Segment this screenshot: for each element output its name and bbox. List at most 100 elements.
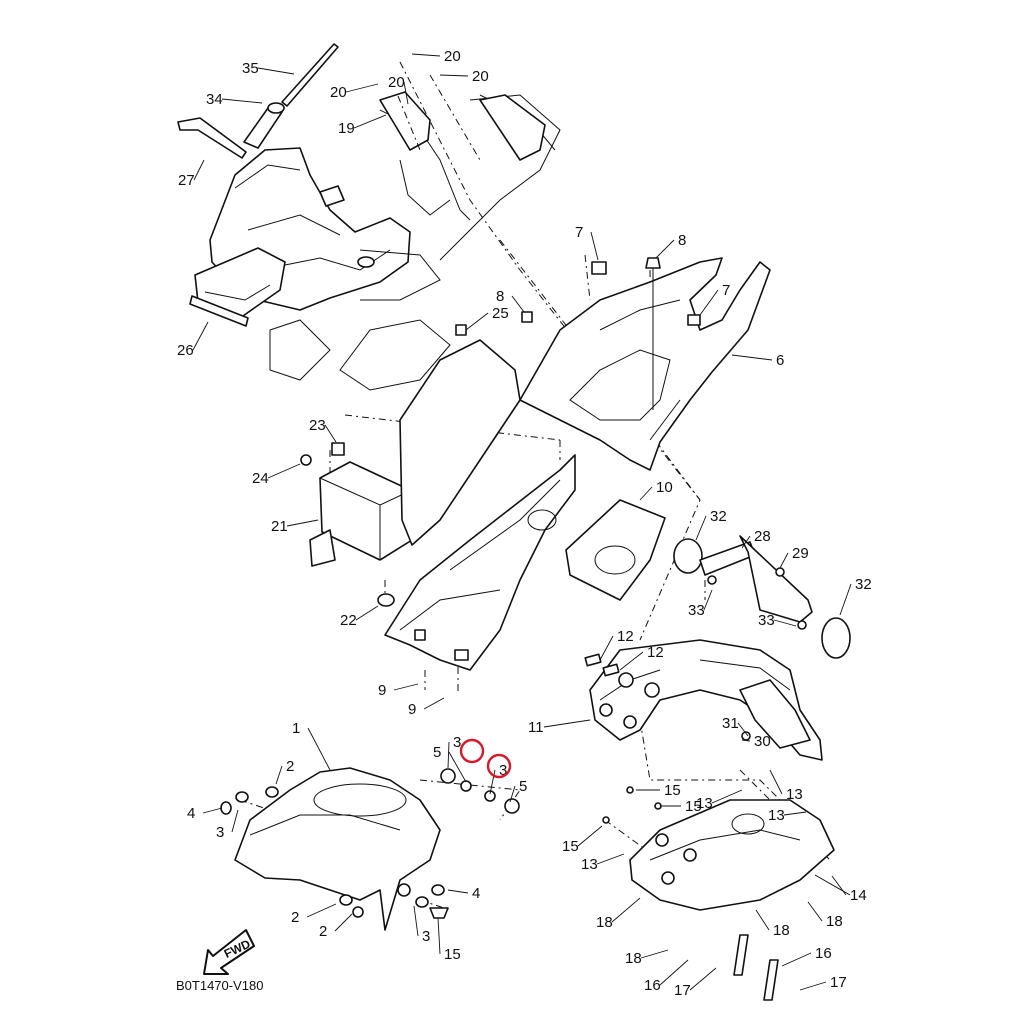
rear-fender-assembly <box>584 639 823 761</box>
reflector-bracket <box>673 535 851 659</box>
leader-line-24 <box>267 463 301 479</box>
callout-18: 18 <box>596 914 613 931</box>
leader-line-32 <box>695 515 707 541</box>
leader-lines <box>192 53 852 991</box>
leader-line-33 <box>773 619 797 627</box>
callout-6: 6 <box>776 352 784 369</box>
callout-17: 17 <box>830 974 847 991</box>
callout-33: 33 <box>688 602 705 619</box>
leader-line-20 <box>403 81 409 105</box>
tool-set <box>177 43 339 159</box>
leader-line-28 <box>741 535 751 549</box>
callout-20: 20 <box>472 68 489 85</box>
callout-3: 3 <box>216 824 224 841</box>
callout-5: 5 <box>433 744 441 761</box>
callout-35: 35 <box>242 60 259 77</box>
callout-5: 5 <box>519 778 527 795</box>
callout-25: 25 <box>492 305 509 322</box>
leader-line-27 <box>193 159 205 181</box>
leader-line-8 <box>511 295 525 313</box>
leader-line-2 <box>334 913 353 932</box>
callout-9: 9 <box>408 701 416 718</box>
callout-13: 13 <box>768 807 785 824</box>
leader-line-18 <box>611 897 641 923</box>
callout-18: 18 <box>773 922 790 939</box>
callout-15: 15 <box>685 798 702 815</box>
leader-line-32 <box>839 583 852 616</box>
callout-34: 34 <box>206 91 223 108</box>
callout-24: 24 <box>252 470 269 487</box>
callout-15: 15 <box>562 838 579 855</box>
side-cover <box>519 257 771 471</box>
callout-3: 3 <box>499 762 507 779</box>
leader-line-7 <box>590 231 599 261</box>
leader-line-2 <box>275 765 283 785</box>
leader-line-35 <box>257 67 295 75</box>
leader-line-16 <box>659 959 689 986</box>
callout-7: 7 <box>722 282 730 299</box>
callout-10: 10 <box>656 479 673 496</box>
callout-31: 31 <box>722 715 739 732</box>
highlight-circle-1 <box>459 738 485 764</box>
leader-line-30 <box>741 739 751 742</box>
callout-11: 11 <box>528 719 544 736</box>
callout-29: 29 <box>792 545 809 562</box>
leader-line-1 <box>307 727 331 771</box>
leader-line-26 <box>192 321 209 351</box>
leader-line-9 <box>423 697 445 710</box>
leader-line-25 <box>465 312 489 331</box>
callout-2: 2 <box>286 758 294 775</box>
leader-line-23 <box>324 424 337 443</box>
leader-line-13 <box>596 853 625 865</box>
callout-32: 32 <box>855 576 872 593</box>
highlight-markers <box>459 738 512 779</box>
callout-16: 16 <box>644 977 661 994</box>
callout-20: 20 <box>388 74 405 91</box>
leader-line-4 <box>202 807 223 814</box>
license-plate-holder <box>602 786 851 1001</box>
callout-22: 22 <box>340 612 357 629</box>
callout-21: 21 <box>271 518 288 535</box>
leader-line-15 <box>577 825 603 847</box>
callout-9: 9 <box>378 682 386 699</box>
diagram-code: B0T1470-V180 <box>176 978 263 993</box>
callout-14: 14 <box>850 887 867 904</box>
callout-26: 26 <box>177 342 194 359</box>
callout-17: 17 <box>674 982 691 999</box>
leader-line-20 <box>345 83 379 93</box>
rear-inner-fender <box>384 324 666 671</box>
leader-line-19 <box>353 114 387 129</box>
highlight-circle-2 <box>486 753 512 779</box>
leader-line-10 <box>639 486 653 501</box>
callout-13: 13 <box>786 786 803 803</box>
leader-line-29 <box>779 552 789 569</box>
callout-18: 18 <box>826 913 843 930</box>
leader-line-18 <box>640 949 669 959</box>
leader-line-3 <box>231 809 239 833</box>
fwd-arrow-icon: FWD <box>203 929 255 975</box>
leader-line-20 <box>439 74 469 77</box>
callout-3: 3 <box>453 734 461 751</box>
callout-20: 20 <box>444 48 461 65</box>
leader-line-17 <box>689 967 717 991</box>
battery-box <box>300 442 413 607</box>
leader-line-2 <box>306 903 337 918</box>
callout-2: 2 <box>319 923 327 940</box>
leader-line-18 <box>755 909 770 931</box>
callout-12: 12 <box>647 644 664 661</box>
callout-12: 12 <box>617 628 634 645</box>
leader-line-3 <box>489 769 496 795</box>
leader-line-31 <box>737 722 749 737</box>
callout-4: 4 <box>472 885 480 902</box>
leader-line-34 <box>221 98 263 104</box>
leader-line-5 <box>509 785 516 803</box>
leader-line-12 <box>599 635 614 661</box>
callout-2: 2 <box>291 909 299 926</box>
callout-13: 13 <box>581 856 598 873</box>
callout-16: 16 <box>815 945 832 962</box>
leader-line-3 <box>447 741 450 769</box>
leader-line-13 <box>711 789 743 804</box>
rear-tray-assembly <box>189 147 411 327</box>
callout-18: 18 <box>625 950 642 967</box>
